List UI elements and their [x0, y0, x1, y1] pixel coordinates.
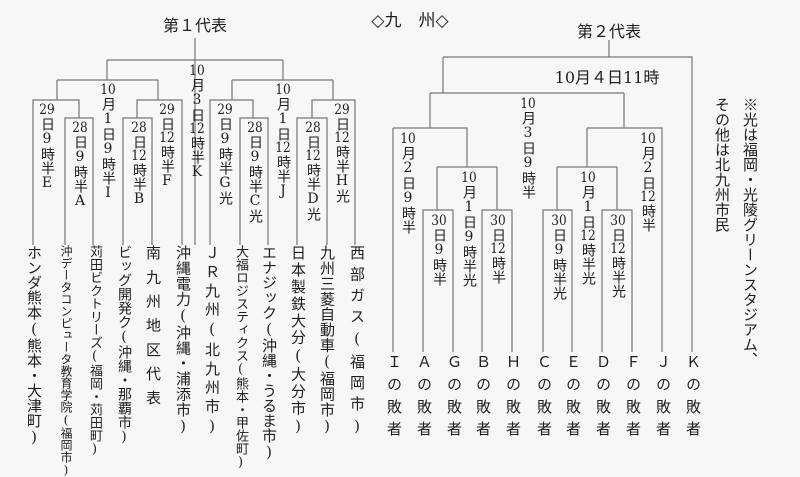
match-label-f: 29日12時半F [159, 103, 175, 189]
number: 30 [610, 214, 626, 228]
match-label: 10月1日9時半光 [461, 171, 477, 287]
match-label-d: 28日12時半D光 [305, 121, 321, 221]
entrant: Ｅの敗者 [564, 354, 582, 436]
number: 10 [400, 132, 416, 146]
match-label-b: 28日12時半B [131, 121, 147, 207]
entrant: Ｇの敗者 [445, 354, 463, 436]
number: 29 [334, 103, 350, 117]
entrant: Ｂの敗者 [474, 354, 492, 436]
number: 12 [640, 190, 656, 204]
number: 12 [305, 149, 321, 163]
number: 10 [520, 97, 536, 111]
bracket1-heading: 第１代表 [162, 16, 228, 35]
team-name: 日本製鉄大分(大分市) [289, 245, 307, 435]
number: 12 [610, 242, 626, 256]
team-name: 南九州地区代表 [144, 245, 162, 405]
match-label: 30日9時半 [431, 214, 447, 286]
entrant: Ｄの敗者 [594, 354, 612, 436]
number: 10 [189, 64, 205, 78]
number: 28 [131, 121, 147, 135]
team-name: 九州三菱自動車(福岡市) [318, 245, 336, 435]
entrant: Ｊの敗者 [654, 354, 672, 436]
number: 30 [551, 214, 567, 228]
match-label: 30日9時半光 [551, 214, 567, 300]
entrant: Ａの敗者 [415, 354, 433, 436]
number: 30 [490, 214, 506, 228]
bracket-lines [32, 38, 693, 352]
match-label-k: 10月3日12時半K [189, 64, 205, 180]
number: 30 [431, 214, 447, 228]
match-label-a: 28日9時半A [72, 121, 88, 209]
match-label: 10月2日12時半 [640, 132, 656, 232]
team-name: ビッグ開発ク(沖縄・那覇市) [116, 245, 132, 445]
entrant: Ｋの敗者 [684, 354, 702, 436]
number: 29 [217, 103, 233, 117]
entrant: Ｃの敗者 [535, 354, 553, 436]
number: 12 [580, 229, 596, 243]
number: 12 [490, 242, 506, 256]
team-name: ＪＲ九州(北九州市) [203, 245, 221, 435]
number: 12 [275, 141, 291, 155]
match-label-c: 28日9時半C光 [247, 121, 263, 223]
number: 12 [189, 122, 205, 136]
team-name: エナジック(沖縄・うるま市) [260, 245, 278, 461]
match-label: 30日12時半光 [610, 214, 626, 298]
venue-note: ※光は福岡・光陵グリーンスタジアム、 [741, 97, 759, 367]
number: 10 [275, 83, 291, 97]
match-label: 10月3日9時半 [520, 97, 536, 199]
bracket1-lines [32, 38, 356, 245]
bracket2-heading: 第２代表 [576, 22, 642, 41]
team-name: ホンダ熊本(熊本・大津町) [25, 245, 43, 446]
match-label-j: 10月1日12時半J [275, 83, 291, 199]
number: 12 [159, 131, 175, 145]
region-title: ◇九 州◇ [371, 11, 449, 31]
number: 29 [159, 103, 175, 117]
team-name: 西部ガス(福岡市) [348, 245, 366, 435]
number: 10 [100, 83, 116, 97]
match-label-i: 10月1日9時半I [100, 83, 116, 201]
number: 12 [334, 131, 350, 145]
bracket2-lines [392, 40, 693, 352]
number: 28 [305, 121, 321, 135]
match-label: 10月1日12時半光 [580, 171, 596, 285]
match-label-e: 29日9時半E [39, 103, 55, 191]
number: 28 [72, 121, 88, 135]
team-name: 沖縄電力(沖縄・浦添市) [174, 245, 192, 435]
match-label: 30日12時半 [490, 214, 506, 284]
entrant: Ｆの敗者 [624, 354, 642, 436]
number: 10 [461, 171, 477, 185]
number: 10 [580, 171, 596, 185]
venue-note-other: その他は北九州市民 [713, 97, 731, 232]
number: 28 [247, 121, 263, 135]
number: 12 [131, 149, 147, 163]
entrant: Ｉの敗者 [385, 354, 403, 436]
match-label: 10月2日9時半 [400, 132, 416, 234]
team-name: 苅田ビクトリーズ(福岡・苅田町) [87, 245, 102, 457]
team-name: 大福ロジスティクス(熊本・甲佐町) [233, 245, 248, 470]
match-label-g: 29日9時半G光 [217, 103, 233, 205]
team-name: 沖データコンピュータ教育学院(福岡市) [59, 245, 73, 477]
final-match-label: 10月４日11時 [554, 68, 660, 87]
entrant: Ｈの敗者 [504, 354, 522, 436]
match-label-h: 29日12時半H光 [334, 103, 350, 203]
number: 10 [640, 132, 656, 146]
number: 29 [39, 103, 55, 117]
